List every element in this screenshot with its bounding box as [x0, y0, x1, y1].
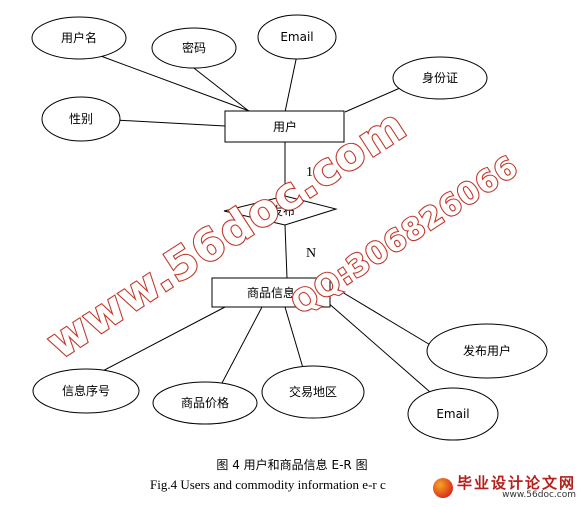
edges: [94, 54, 433, 393]
edge-username: [97, 54, 253, 113]
entity-user: 用户: [224, 110, 345, 143]
svg-text:密码: 密码: [182, 40, 206, 55]
cardinality-many: N: [306, 246, 316, 261]
entity-goods: 商品信息: [211, 277, 331, 308]
svg-text:信息序号: 信息序号: [62, 383, 110, 398]
attribute-idcard: 身份证: [392, 56, 488, 100]
svg-text:身份证: 身份证: [422, 70, 458, 85]
logo-ball-icon: [432, 478, 453, 498]
svg-text:发布用户: 发布用户: [463, 343, 511, 358]
attribute-price: 商品价格: [152, 381, 258, 425]
cardinality-one: 1: [306, 165, 313, 180]
svg-text:Email: Email: [280, 30, 313, 44]
edge-user-email: [284, 54, 298, 113]
edge-goods-email: [325, 300, 431, 393]
edge-serial: [94, 306, 226, 376]
svg-text:交易地区: 交易地区: [289, 384, 337, 399]
svg-text:商品价格: 商品价格: [181, 395, 229, 410]
logo-text: 毕业设计论文网 www.56doc.com: [457, 476, 576, 500]
svg-text:用户名: 用户名: [61, 30, 97, 45]
edge-publisher: [331, 285, 433, 347]
attribute-serial: 信息序号: [32, 368, 140, 414]
logo-title: 毕业设计论文网: [456, 474, 576, 492]
attribute-goods-email: Email: [407, 387, 499, 441]
logo-url: www.56doc.com: [502, 490, 576, 500]
edge-price: [221, 306, 263, 384]
attribute-password: 密码: [151, 27, 237, 69]
figure-caption-chinese: 图 4 用户和商品信息 E-R 图: [216, 458, 368, 472]
attribute-gender: 性别: [41, 96, 121, 142]
site-logo: 毕业设计论文网 www.56doc.com: [432, 476, 576, 500]
svg-text:Email: Email: [436, 407, 469, 421]
svg-text:性别: 性别: [69, 112, 93, 126]
edge-rel-goods: [284, 224, 288, 279]
figure-caption-english: Fig.4 Users and commodity information e-…: [150, 477, 386, 492]
attribute-publisher: 发布用户: [426, 323, 548, 379]
relationship-publish: 发布: [223, 195, 338, 226]
svg-text:发布: 发布: [271, 203, 295, 218]
edge-region: [284, 306, 304, 369]
attribute-username: 用户名: [31, 16, 127, 60]
edge-password: [189, 64, 251, 113]
edge-idcard: [344, 87, 401, 113]
edge-gender: [114, 119, 226, 127]
attribute-region: 交易地区: [261, 365, 365, 419]
attribute-user-email: Email: [257, 14, 337, 60]
svg-text:用户: 用户: [273, 119, 297, 134]
svg-text:商品信息: 商品信息: [247, 285, 295, 300]
